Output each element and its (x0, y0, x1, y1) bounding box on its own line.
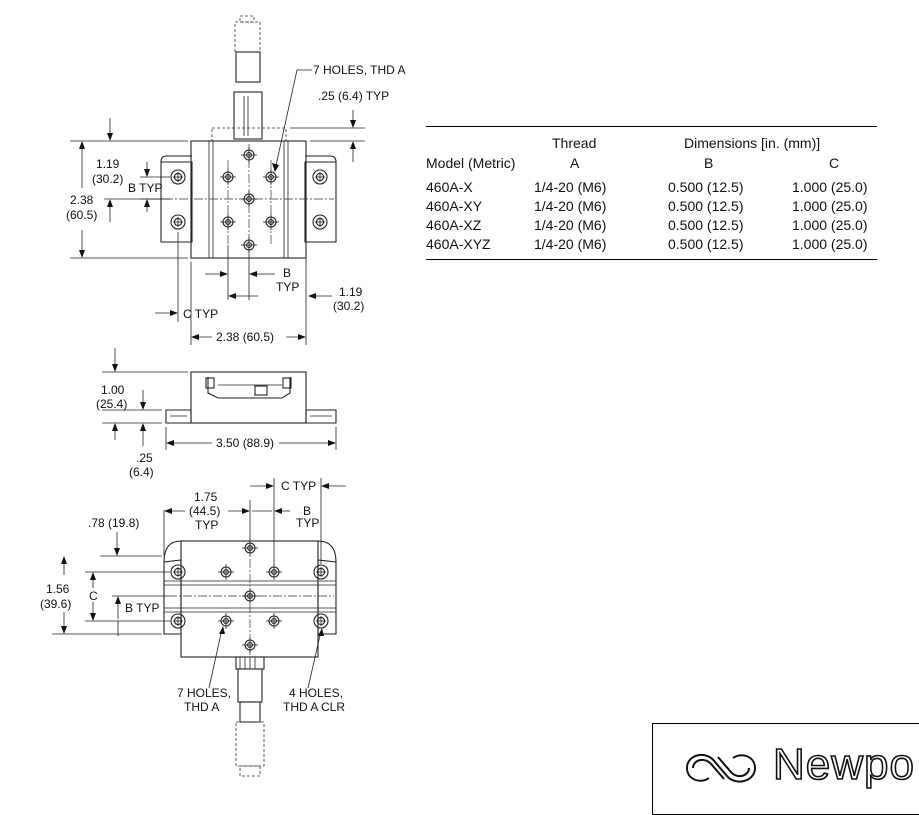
b-typ-bottom-label: B TYP (125, 601, 159, 615)
logo-text: Newpo (772, 739, 915, 790)
cell-b: 0.500 (12.5) (668, 198, 744, 214)
b-typ-top-label: B TYP (128, 181, 162, 195)
c-typ-label: C TYP (183, 307, 218, 321)
cell-model: 460A-XZ (426, 217, 482, 233)
cell-b: 0.500 (12.5) (668, 217, 744, 233)
cell-b: 0.500 (12.5) (668, 179, 744, 195)
dim-302-a-label: (30.2) (92, 172, 123, 186)
dim-119-a-label: 1.19 (96, 157, 120, 171)
table-row: 460A-XY 1/4-20 (M6) 0.500 (12.5) 1.000 (… (426, 198, 877, 217)
newport-logo: Newpo (652, 723, 919, 815)
typ-top-label: .25 (6.4) TYP (318, 89, 389, 103)
dim-78-label: .78 (19.8) (88, 516, 139, 530)
dim-100-label: 1.00 (101, 383, 125, 397)
dim-238-label: 2.38 (70, 193, 94, 207)
dim-605-label: (60.5) (66, 208, 97, 222)
table-header: Model (Metric) Thread A Dimensions [in. … (426, 127, 877, 179)
newport-swirl-icon (686, 753, 757, 783)
holes7-line2-label: THD A (184, 700, 219, 714)
dim-119-b-label: 1.19 (339, 285, 363, 299)
cell-thread: 1/4-20 (M6) (534, 217, 607, 233)
dim-25-label: .25 (136, 451, 153, 465)
header-a: A (570, 155, 580, 171)
dim-445-label: (44.5) (189, 504, 220, 518)
dim-64-label: (6.4) (129, 465, 154, 479)
side-view (102, 348, 337, 450)
cell-thread: 1/4-20 (M6) (534, 198, 607, 214)
micrometer-bottom (235, 656, 265, 777)
header-model: Model (Metric) (426, 155, 516, 171)
header-thread: Thread (552, 135, 597, 151)
bottom-view (52, 478, 346, 777)
typ-label: TYP (276, 280, 299, 294)
cell-c: 1.000 (25.0) (792, 179, 868, 195)
dim-175-label: 1.75 (194, 490, 218, 504)
holes7-line1-label: 7 HOLES, (177, 686, 231, 700)
dim-396-label: (39.6) (40, 597, 71, 611)
header-c: C (829, 155, 840, 171)
cell-c: 1.000 (25.0) (792, 236, 868, 252)
c-label: C (89, 589, 98, 603)
cell-b: 0.500 (12.5) (668, 236, 744, 252)
cell-model: 460A-XYZ (426, 236, 491, 252)
typ-bottom-label: TYP (296, 516, 319, 530)
cell-thread: 1/4-20 (M6) (534, 236, 607, 252)
cell-c: 1.000 (25.0) (792, 217, 868, 233)
table-row: 460A-X 1/4-20 (M6) 0.500 (12.5) 1.000 (2… (426, 179, 877, 198)
table-row: 460A-XYZ 1/4-20 (M6) 0.500 (12.5) 1.000 … (426, 236, 877, 255)
cell-thread: 1/4-20 (M6) (534, 179, 607, 195)
holes-top-label: 7 HOLES, THD A (313, 63, 405, 77)
header-b: B (704, 155, 714, 171)
length-350-label: 3.50 (88.9) (216, 436, 274, 450)
typ-175-label: TYP (195, 518, 218, 532)
cell-c: 1.000 (25.0) (792, 198, 868, 214)
cell-model: 460A-X (426, 179, 473, 195)
holes4-line2-label: THD A CLR (283, 700, 345, 714)
b-label: B (283, 266, 291, 280)
dim-302-b-label: (30.2) (333, 299, 364, 313)
cell-model: 460A-XY (426, 198, 483, 214)
top-view (70, 15, 365, 345)
micrometer-top (233, 15, 263, 140)
model-spec-table: Model (Metric) Thread A Dimensions [in. … (426, 126, 877, 260)
table-row: 460A-XZ 1/4-20 (M6) 0.500 (12.5) 1.000 (… (426, 217, 877, 236)
holes4-line1-label: 4 HOLES, (289, 686, 343, 700)
b-bottom-label: B (303, 504, 311, 518)
width-238-label: 2.38 (60.5) (216, 330, 274, 344)
header-dimensions: Dimensions [in. (mm)] (684, 135, 821, 151)
c-typ-bottom-label: C TYP (281, 479, 316, 493)
dim-254-label: (25.4) (96, 397, 127, 411)
dim-156-label: 1.56 (46, 582, 70, 596)
